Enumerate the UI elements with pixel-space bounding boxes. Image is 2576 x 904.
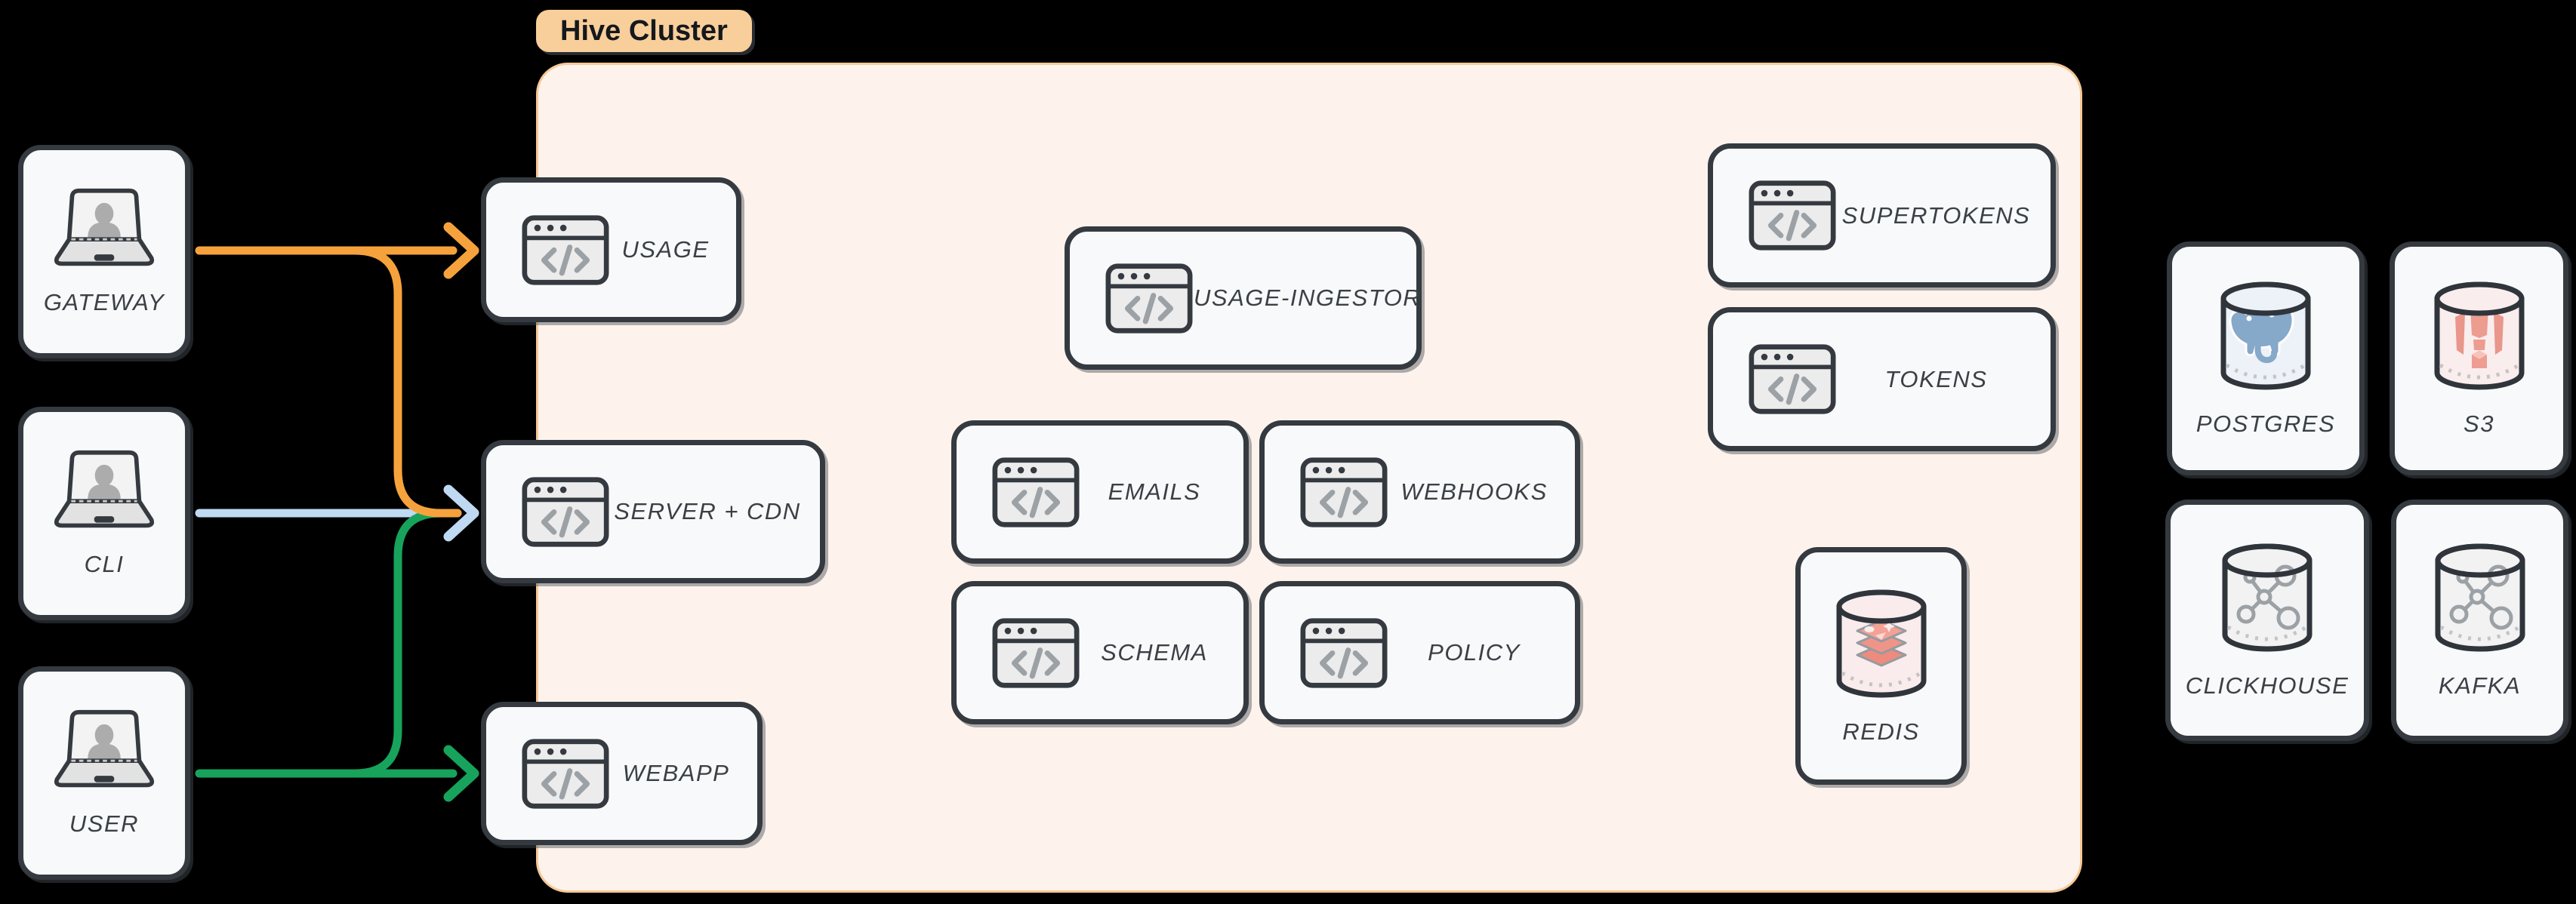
s3-database-icon	[2430, 279, 2529, 394]
node-label: REDIS	[1842, 718, 1920, 745]
browser-code-icon	[1299, 617, 1388, 689]
redis-database-icon	[1832, 587, 1931, 702]
browser-code-icon	[521, 476, 610, 548]
node-usage: USAGE	[481, 177, 741, 322]
node-postgres: POSTGRES	[2167, 241, 2365, 475]
node-label: EMAILS	[1108, 478, 1201, 505]
node-supertokens: SUPERTOKENS	[1708, 143, 2056, 287]
postgres-database-icon	[2216, 279, 2316, 394]
node-policy: POLICY	[1259, 581, 1580, 724]
laptop-user-icon	[47, 449, 162, 531]
node-user: USER	[18, 666, 190, 880]
node-schema: SCHEMA	[951, 581, 1249, 724]
node-label: CLI	[84, 551, 125, 577]
node-redis: REDIS	[1795, 547, 1967, 785]
node-label: CLICKHOUSE	[2185, 672, 2350, 699]
node-webhooks: WEBHOOKS	[1259, 420, 1580, 564]
node-label: GATEWAY	[43, 289, 165, 315]
node-cli: CLI	[18, 407, 190, 620]
node-emails: EMAILS	[951, 420, 1249, 564]
node-label: USAGE-INGESTOR	[1194, 284, 1422, 311]
node-label: TOKENS	[1884, 365, 1988, 392]
node-label: SERVER + CDN	[614, 498, 801, 524]
browser-code-icon	[1748, 180, 1837, 251]
node-label: SUPERTOKENS	[1841, 201, 2031, 229]
node-label: SCHEMA	[1101, 639, 1208, 666]
node-usage-ingestor: USAGE-INGESTOR	[1065, 226, 1422, 370]
node-clickhouse: CLICKHOUSE	[2165, 500, 2369, 741]
browser-code-icon	[991, 617, 1080, 689]
node-label: S3	[2464, 410, 2494, 437]
node-server-cdn: SERVER + CDN	[481, 440, 825, 583]
node-webapp: WEBAPP	[481, 702, 763, 845]
clickhouse-database-icon	[2217, 541, 2317, 656]
browser-code-icon	[521, 214, 610, 286]
node-label: KAFKA	[2438, 672, 2522, 699]
hive-cluster-label: Hive Cluster	[536, 10, 752, 52]
browser-code-icon	[1748, 343, 1837, 415]
node-tokens: TOKENS	[1708, 307, 2056, 451]
node-s3: S3	[2390, 241, 2568, 475]
node-label: POLICY	[1428, 639, 1521, 666]
node-kafka: KAFKA	[2391, 500, 2568, 741]
node-label: WEBAPP	[622, 760, 730, 786]
browser-code-icon	[521, 738, 610, 810]
arrowhead-webapp	[443, 745, 479, 802]
edge-user-server-cdn	[350, 509, 462, 778]
node-label: WEBHOOKS	[1400, 478, 1548, 505]
arrowhead-usage	[443, 222, 479, 279]
browser-code-icon	[991, 457, 1080, 528]
browser-code-icon	[1299, 457, 1388, 528]
node-gateway: GATEWAY	[18, 145, 190, 358]
edge-gateway-server-cdn	[350, 246, 462, 518]
node-label: POSTGRES	[2195, 410, 2336, 437]
browser-code-icon	[1105, 263, 1194, 334]
arrowhead-server-cdn	[443, 484, 479, 542]
node-label: USER	[69, 810, 140, 837]
node-label: USAGE	[621, 236, 710, 263]
kafka-database-icon	[2430, 541, 2530, 656]
laptop-user-icon	[47, 187, 162, 269]
laptop-user-icon	[47, 709, 162, 791]
